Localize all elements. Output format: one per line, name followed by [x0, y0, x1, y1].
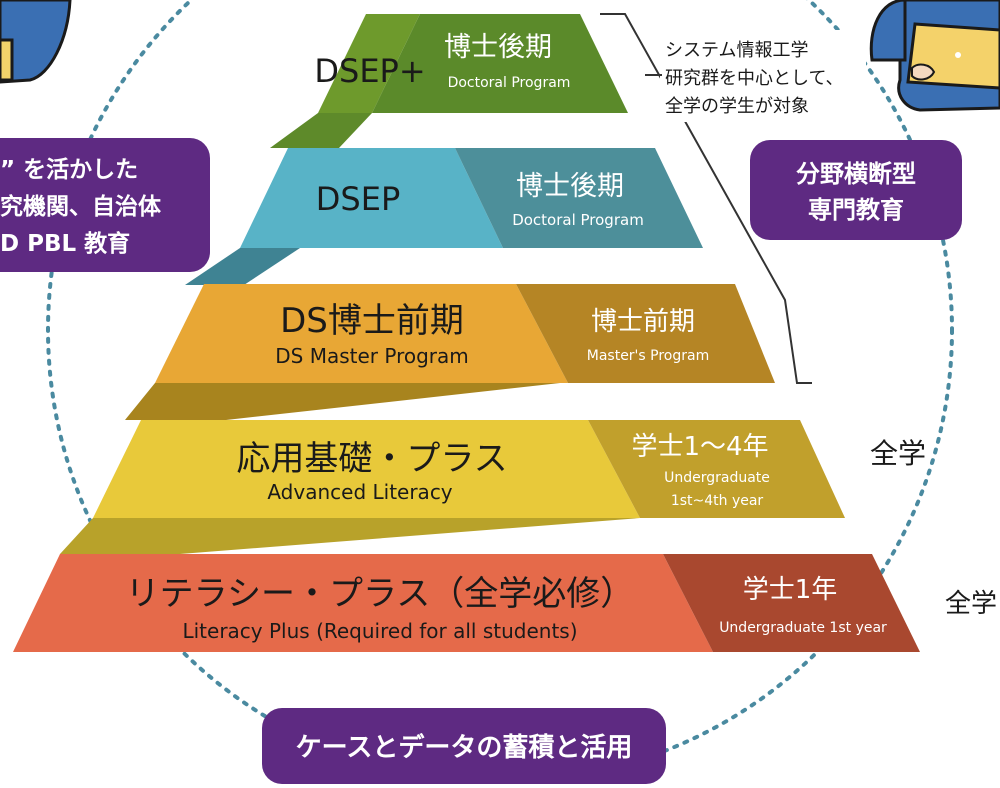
bracket-note-line1: システム情報工学	[665, 40, 808, 61]
tier-dsep-sub-title: 博士後期	[516, 171, 624, 202]
connector-1	[270, 113, 372, 148]
tier-literacy-plus-sub-title: 学士1年	[743, 575, 838, 605]
tier-literacy-plus-main-title: リテラシー・プラス（全学必修）	[126, 574, 635, 614]
tier-ds-master-left	[155, 284, 568, 383]
tier-dsep-plus-main-title: DSEP+	[314, 52, 425, 90]
tier-advanced-literacy-left	[93, 420, 640, 518]
tier-advanced-literacy-main-title: 応用基礎・プラス	[236, 439, 507, 479]
tier-literacy-plus-sub-subtitle: Undergraduate 1st year	[719, 620, 887, 636]
tier-advanced-literacy-sub-title: 学士1～4年	[631, 432, 768, 462]
connector-3	[125, 383, 560, 420]
left-callout-line1: ” を活かした	[0, 157, 138, 183]
dashed-circle	[46, 0, 954, 784]
tier-dsep-plus-sub-title: 博士後期	[444, 32, 552, 63]
right-callout-background	[750, 140, 962, 240]
tier-literacy-plus: リテラシー・プラス（全学必修） Literacy Plus (Required …	[13, 554, 920, 652]
tier-ds-master-main-subtitle: DS Master Program	[275, 344, 469, 368]
tier-advanced-literacy: 応用基礎・プラス Advanced Literacy 学士1～4年 Underg…	[93, 420, 845, 518]
tier-dsep-sub-subtitle: Doctoral Program	[512, 211, 644, 229]
tier-advanced-literacy-sub-subtitle-2: 1st~4th year	[671, 493, 764, 509]
bracket-note-line3: 全学の学生が対象	[665, 96, 809, 117]
zengaku-label-2: 全学	[945, 589, 997, 619]
bracket-note-line2: 研究群を中心として、	[665, 68, 844, 89]
tier-advanced-literacy-main-subtitle: Advanced Literacy	[267, 480, 452, 504]
tier-advanced-literacy-sub-subtitle: Undergraduate	[664, 470, 770, 486]
left-callout-line3: D PBL 教育	[0, 230, 130, 257]
connector-4	[60, 518, 640, 554]
left-callout-box: ” を活かした 究機関、自治体 D PBL 教育	[0, 138, 210, 272]
tier-ds-master-sub-subtitle: Master's Program	[587, 348, 709, 364]
tier-dsep: DSEP 博士後期 Doctoral Program	[240, 148, 703, 248]
tier-dsep-right	[455, 148, 703, 248]
graduate-bracket	[600, 13, 812, 384]
zengaku-label-1: 全学	[870, 437, 926, 470]
tier-ds-master: DS博士前期 DS Master Program 博士前期 Master's P…	[155, 284, 775, 383]
right-callout-line2: 専門教育	[808, 196, 904, 224]
person-left-illustration	[0, 0, 72, 84]
left-callout-line2: 究機関、自治体	[0, 193, 162, 220]
bottom-callout-box: ケースとデータの蓄積と活用	[262, 708, 666, 784]
tier-ds-master-right	[516, 284, 775, 383]
tier-dsep-main-title: DSEP	[316, 180, 400, 218]
left-callout-background	[0, 138, 210, 272]
tier-dsep-left	[240, 148, 503, 248]
right-callout-line1: 分野横断型	[796, 160, 916, 188]
person-right-illustration	[869, 0, 1000, 112]
bracket-note-background	[660, 30, 866, 122]
tier-literacy-plus-right	[663, 554, 920, 652]
tier-advanced-literacy-right	[588, 420, 845, 518]
bracket-note: システム情報工学 研究群を中心として、 全学の学生が対象	[660, 30, 866, 122]
tier-literacy-plus-left	[13, 554, 713, 652]
tier-ds-master-sub-title: 博士前期	[591, 307, 695, 337]
tier-dsep-plus-right	[372, 14, 628, 113]
tier-ds-master-main-title: DS博士前期	[280, 301, 464, 341]
bottom-callout-background	[262, 708, 666, 784]
tier-dsep-plus: DSEP+ 博士後期 Doctoral Program	[314, 14, 628, 113]
bottom-callout-line1: ケースとデータの蓄積と活用	[296, 732, 633, 763]
right-callout-box: 分野横断型 専門教育	[750, 140, 962, 240]
tier-dsep-plus-sub-subtitle: Doctoral Program	[448, 75, 571, 91]
tier-dsep-plus-left	[318, 14, 420, 113]
connector-2	[185, 248, 300, 285]
tier-literacy-plus-main-subtitle: Literacy Plus (Required for all students…	[182, 619, 577, 643]
